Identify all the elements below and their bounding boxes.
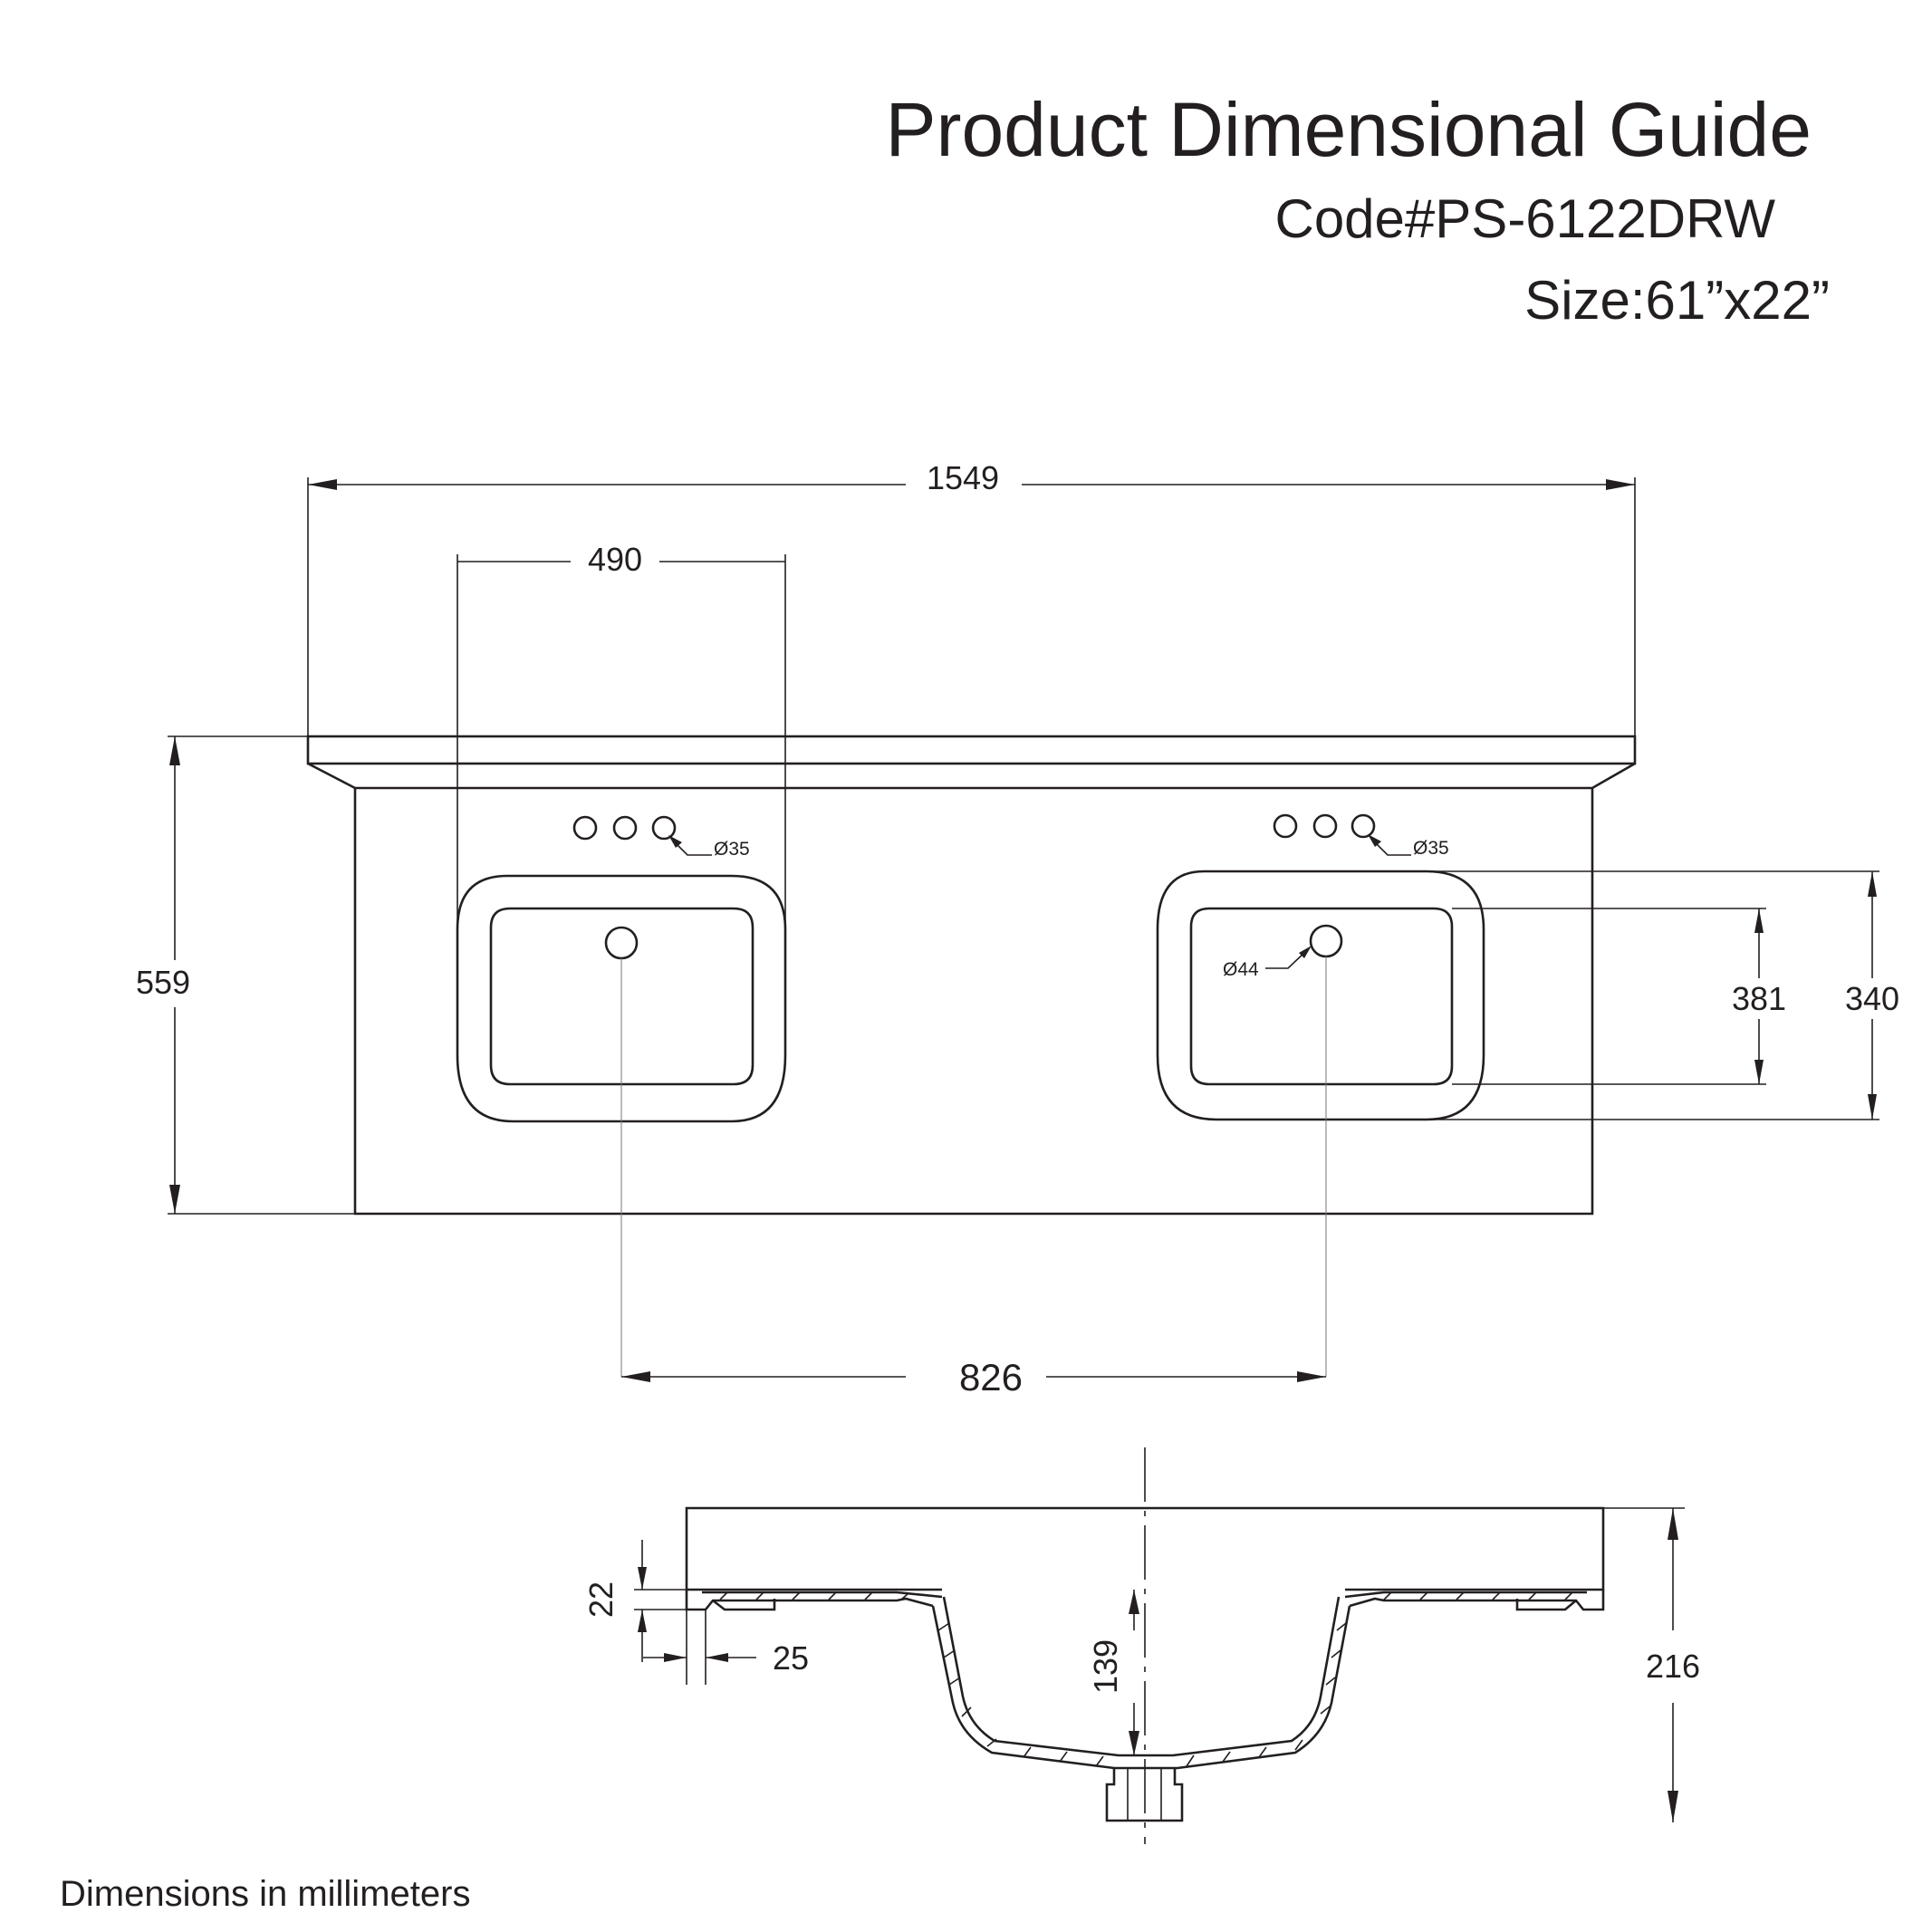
countertop-outline [353,788,1594,1216]
section-foot-left [712,1599,776,1611]
overhang-arrow-left [664,1653,687,1662]
right-bowl-inner [1189,907,1454,1086]
top-view-bevel [307,762,1636,790]
outer-depth-arrow-top [1868,871,1877,897]
product-code: Code#PS-6122DRW [1274,188,1775,249]
spacing-arrow-left [621,1371,650,1382]
right-faucet-leader-arrow [1368,834,1381,847]
right-faucet-hole-3-icon [1350,813,1376,839]
left-faucet-hole-1-icon [572,815,598,841]
thickness-arrow-top [638,1567,647,1590]
spacing-arrow-right [1297,1371,1326,1382]
right-faucet-hole-1-icon [1273,813,1298,839]
section-inner-right [1344,1591,1587,1599]
section-view [685,1447,1605,1844]
bowl-depth-arrow-bottom [1129,1731,1139,1755]
left-faucet-hole-dimension: Ø35 [714,839,750,860]
section-slab-top [685,1506,1605,1591]
overall-depth-label: 559 [136,964,190,1001]
bowl-width-label: 490 [588,541,642,578]
bowl-spacing-label: 826 [959,1356,1023,1399]
width-arrow-left [308,479,337,490]
depth-arrow-top [169,736,180,765]
drain-leader [1265,950,1307,969]
top-view: Ø35 Ø35 Ø44 [306,735,1637,1216]
depth-label-bg [127,960,199,1007]
height-arrow-bottom [1668,1791,1678,1822]
drain-hole-dimension: Ø44 [1223,959,1259,980]
overall-height-label: 216 [1646,1648,1700,1685]
product-size: Size:61”x22” [1524,270,1830,331]
bowl-depth-arrow-top [1129,1590,1139,1614]
right-bowl-outer [1156,870,1485,1121]
top-view-backsplash-edge [306,735,1637,765]
section-bowl-inner [942,1596,1341,1757]
section-foot-right [1515,1599,1577,1611]
top-thickness-label: 22 [582,1581,620,1618]
units-note: Dimensions in millimeters [60,1874,470,1914]
inner-depth-arrow-bottom [1754,1060,1764,1084]
outer-depth-arrow-bottom [1868,1094,1877,1120]
left-bowl-outer [456,874,787,1123]
right-faucet-hole-dimension: Ø35 [1413,838,1449,859]
drain-leader-arrow [1299,946,1312,958]
overall-width-label: 1549 [927,459,999,496]
inner-depth-arrow-top [1754,908,1764,933]
bowl-depth-label: 139 [1087,1639,1124,1694]
page-title: Product Dimensional Guide [885,87,1812,172]
right-drain-icon [1309,924,1343,958]
section-drain [1105,1768,1184,1822]
width-arrow-right [1606,479,1635,490]
left-faucet-hole-2-icon [612,815,638,841]
edge-overhang-label: 25 [773,1639,809,1677]
right-faucet-hole-2-icon [1312,813,1338,839]
height-arrow-top [1668,1508,1678,1540]
top-view-dimensions: 1549 490 559 381 340 [127,459,1899,1399]
overhang-arrow-right [706,1653,728,1662]
left-faucet-hole-3-icon [651,815,677,841]
bowl-inner-depth-label: 381 [1732,980,1786,1017]
bowl-outer-depth-label: 340 [1845,980,1899,1017]
section-dimensions: 22 25 139 216 [582,1507,1700,1822]
section-hatch [719,1591,1573,1767]
section-inner-left [702,1591,943,1599]
section-bowl-outer [931,1605,1351,1770]
thickness-arrow-bottom [638,1610,647,1632]
left-faucet-leader-arrow [668,835,682,848]
left-bowl-inner [489,907,755,1086]
left-drain-icon [604,926,639,960]
depth-arrow-bottom [169,1185,180,1214]
